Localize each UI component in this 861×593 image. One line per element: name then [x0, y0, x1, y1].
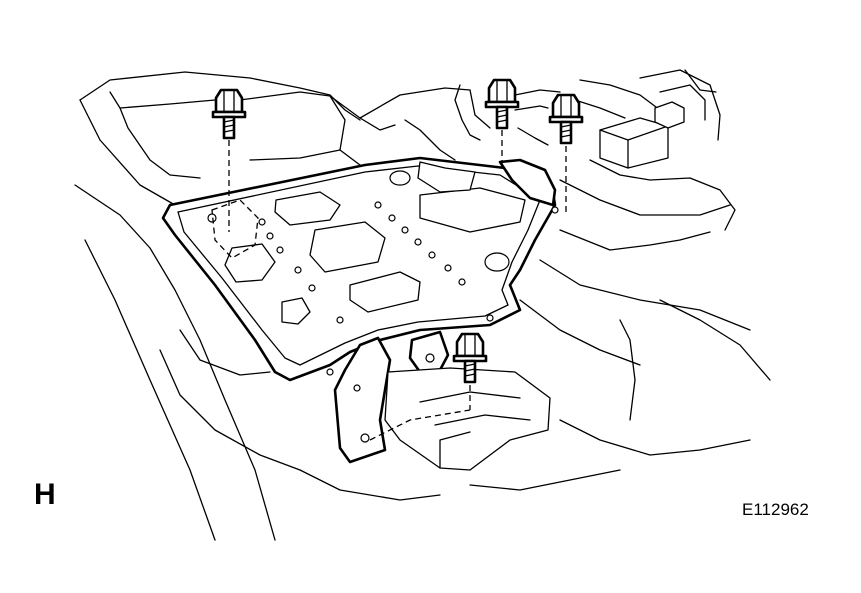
bolt-icon [211, 88, 247, 140]
alignment-guides [211, 130, 567, 441]
support-bracket [333, 330, 551, 471]
bolt-icon [548, 93, 584, 145]
figure-id: E112962 [742, 500, 809, 519]
bolt-icon [452, 332, 488, 384]
view-label: H [34, 478, 56, 511]
engine-bay-background [74, 69, 771, 541]
bolt-icon [484, 78, 520, 130]
battery-tray [161, 156, 559, 382]
